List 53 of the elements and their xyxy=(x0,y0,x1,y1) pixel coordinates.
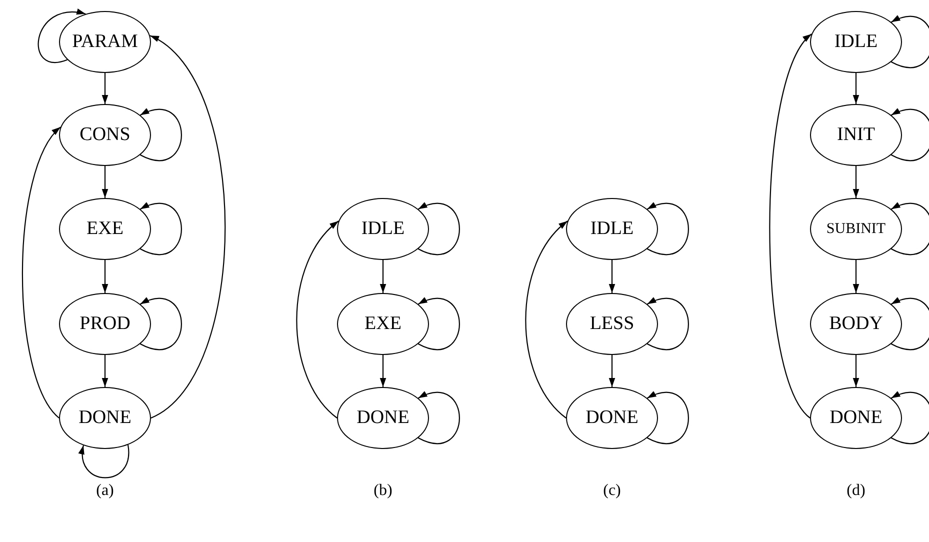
panel-label: (d) xyxy=(846,482,866,500)
state-ellipse: PROD xyxy=(59,293,151,355)
self-loop-arrow xyxy=(891,298,929,350)
arrow xyxy=(380,355,386,387)
state-ellipse: SUBINIT xyxy=(810,198,902,260)
arrow xyxy=(102,355,108,387)
state-ellipse: BODY xyxy=(810,293,902,355)
state-ellipse: INIT xyxy=(810,104,902,166)
arrow xyxy=(102,166,108,198)
arrow xyxy=(380,260,386,293)
arrow xyxy=(852,73,860,104)
state-ellipse: DONE xyxy=(337,387,429,449)
self-loop-arrow xyxy=(418,392,460,444)
arrow xyxy=(769,34,812,418)
state-ellipse: EXE xyxy=(59,198,151,260)
arrow xyxy=(608,355,616,387)
state-ellipse: DONE xyxy=(810,387,902,449)
self-loop-arrow xyxy=(891,392,929,444)
self-loop-arrow xyxy=(891,16,929,68)
arrow xyxy=(852,260,860,293)
arrow xyxy=(296,220,339,418)
self-loop-arrow xyxy=(38,9,86,63)
arrow xyxy=(852,166,860,198)
state-ellipse: IDLE xyxy=(566,198,658,260)
arrow xyxy=(102,73,108,104)
self-loop-arrow xyxy=(140,108,182,161)
self-loop-arrow xyxy=(79,444,130,478)
arrow xyxy=(22,126,62,418)
panel-label: (c) xyxy=(603,482,621,500)
panel-label: (a) xyxy=(96,482,114,500)
state-ellipse: CONS xyxy=(59,104,151,166)
arrow xyxy=(608,260,616,293)
self-loop-arrow xyxy=(647,298,689,350)
state-ellipse: DONE xyxy=(59,387,151,449)
state-ellipse: LESS xyxy=(566,293,658,355)
state-ellipse: IDLE xyxy=(810,11,902,73)
self-loop-arrow xyxy=(891,108,929,161)
arrow xyxy=(525,220,568,418)
self-loop-arrow xyxy=(647,202,689,255)
self-loop-arrow xyxy=(140,298,182,350)
arrow xyxy=(150,35,226,418)
state-ellipse: PARAM xyxy=(59,11,151,73)
arrow xyxy=(852,355,860,387)
arrow xyxy=(102,260,108,293)
self-loop-arrow xyxy=(891,202,929,255)
state-ellipse: DONE xyxy=(566,387,658,449)
self-loop-arrow xyxy=(418,202,460,255)
state-ellipse: IDLE xyxy=(337,198,429,260)
state-ellipse: EXE xyxy=(337,293,429,355)
self-loop-arrow xyxy=(647,392,689,444)
self-loop-arrow xyxy=(140,202,182,255)
self-loop-arrow xyxy=(418,298,460,350)
panel-label: (b) xyxy=(374,482,392,500)
